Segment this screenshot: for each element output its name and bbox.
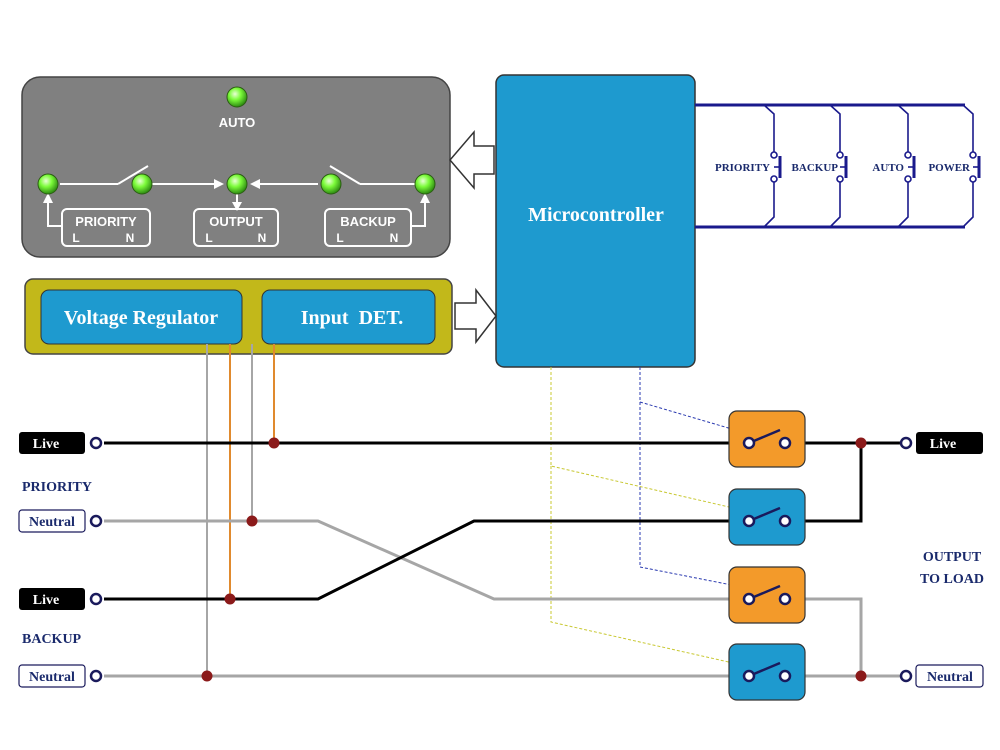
priority-switch-led-icon bbox=[131, 173, 153, 195]
priority-l-letter: L bbox=[72, 231, 79, 245]
arrow-left-icon bbox=[449, 129, 495, 191]
junctions bbox=[201, 437, 867, 682]
relay-backup-neutral bbox=[728, 643, 806, 701]
priority-led-icon bbox=[37, 173, 59, 195]
terminal-backup-neutral-label: Neutral bbox=[29, 670, 75, 685]
priority-section-label: PRIORITY bbox=[22, 480, 92, 495]
arrow-right-icon bbox=[454, 287, 497, 345]
relay-priority-live bbox=[728, 410, 806, 468]
backup-socket: BACKUP L N bbox=[324, 208, 412, 247]
power-wires bbox=[104, 441, 900, 678]
terminal-priority-neutral-label: Neutral bbox=[29, 515, 75, 530]
panel-arrows bbox=[43, 179, 430, 211]
terminal-output-live-label: Live bbox=[930, 437, 956, 452]
microcontroller-label: Microcontroller bbox=[528, 204, 664, 226]
terminal-output-neutral-label: Neutral bbox=[927, 670, 973, 685]
terminal-backup-live-label: Live bbox=[33, 593, 59, 608]
panel-wiring bbox=[47, 165, 426, 227]
backup-section-label: BACKUP bbox=[22, 632, 82, 647]
terminal-backup-live: Live bbox=[19, 588, 103, 610]
backup-button-label: BACKUP bbox=[792, 162, 839, 174]
voltage-regulator-label: Voltage Regulator bbox=[64, 307, 218, 329]
terminal-backup-neutral: Neutral bbox=[18, 664, 103, 688]
terminal-priority-live: Live bbox=[19, 432, 103, 454]
relay-priority-neutral bbox=[728, 566, 806, 624]
priority-socket: PRIORITY L N bbox=[61, 208, 151, 247]
backup-n-letter: N bbox=[390, 231, 399, 245]
backup-led-icon bbox=[414, 173, 436, 195]
priority-n-letter: N bbox=[126, 231, 135, 245]
priority-button-label: PRIORITY bbox=[715, 162, 770, 174]
regulator-block: Voltage Regulator Input DET. bbox=[24, 278, 453, 355]
power-button-label: POWER bbox=[928, 162, 971, 174]
priority-socket-label: PRIORITY bbox=[75, 214, 137, 229]
output-socket-label: OUTPUT bbox=[209, 214, 263, 229]
backup-l-letter: L bbox=[336, 231, 343, 245]
output-n-letter: N bbox=[258, 231, 267, 245]
front-panel: AUTO PRIORITY L bbox=[21, 76, 451, 258]
terminal-output-neutral: Neutral bbox=[899, 664, 984, 688]
sense-wires bbox=[206, 344, 275, 676]
auto-led-icon bbox=[226, 86, 248, 108]
backup-socket-label: BACKUP bbox=[340, 214, 396, 229]
output-section-label-line2: TO LOAD bbox=[920, 572, 984, 587]
terminal-output-live: Live bbox=[899, 432, 983, 454]
output-l-letter: L bbox=[205, 231, 212, 245]
backup-switch-led-icon bbox=[320, 173, 342, 195]
control-wires bbox=[550, 367, 743, 666]
terminal-priority-live-label: Live bbox=[33, 437, 59, 452]
terminal-priority-neutral: Neutral bbox=[18, 509, 103, 533]
button-bus bbox=[695, 103, 981, 229]
relay-backup-live bbox=[728, 488, 806, 546]
input-det-label: Input DET. bbox=[301, 307, 403, 329]
output-socket: OUTPUT L N bbox=[193, 208, 279, 247]
auto-led-label: AUTO bbox=[219, 115, 256, 130]
output-led-icon bbox=[226, 173, 248, 195]
auto-button-label: AUTO bbox=[872, 162, 904, 174]
output-section-label-line1: OUTPUT bbox=[923, 550, 982, 565]
microcontroller-block: Microcontroller bbox=[495, 74, 696, 368]
